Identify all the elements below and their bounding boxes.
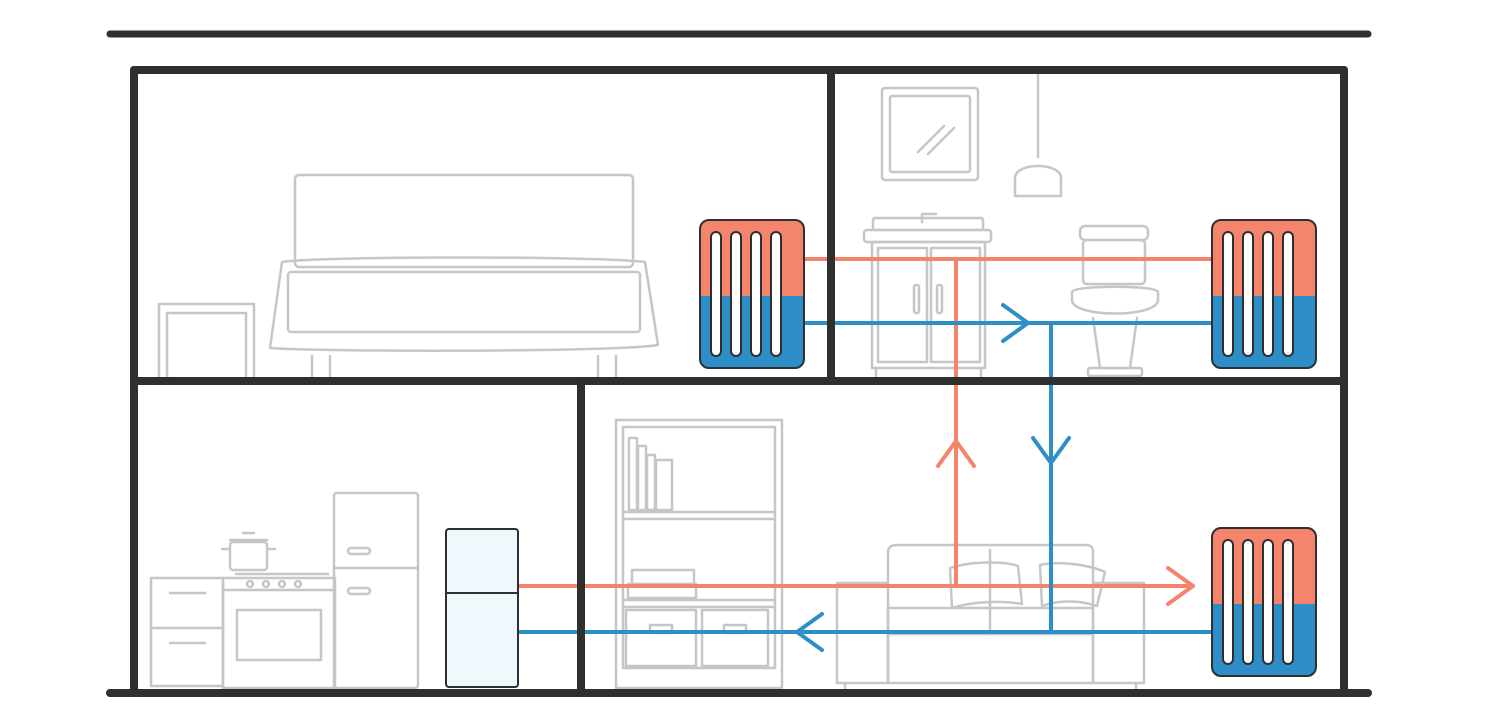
hot-supply-pipe bbox=[517, 257, 1215, 606]
arrow-left-icon bbox=[795, 612, 824, 652]
kitchen-cabinets bbox=[149, 576, 225, 688]
radiator-fin bbox=[730, 231, 742, 357]
radiator-fin bbox=[1262, 231, 1274, 357]
arrow-right-icon bbox=[1166, 566, 1195, 606]
house-structure bbox=[106, 30, 1372, 697]
mirror bbox=[880, 86, 980, 182]
radiator-fin bbox=[1242, 231, 1254, 357]
radiator-fin bbox=[1262, 539, 1274, 665]
radiator-fin bbox=[1282, 539, 1294, 665]
pot bbox=[220, 531, 277, 572]
radiator-fin bbox=[1242, 539, 1254, 665]
bookshelf bbox=[614, 418, 784, 690]
radiator-fin bbox=[710, 231, 722, 357]
radiator-bedroom bbox=[699, 219, 805, 369]
toilet bbox=[1070, 224, 1160, 378]
vanity bbox=[862, 212, 993, 378]
radiator-fin bbox=[1282, 231, 1294, 357]
arrow-right-icon bbox=[1001, 303, 1030, 343]
boiler-icon bbox=[445, 528, 519, 688]
radiator-bathroom bbox=[1211, 219, 1317, 369]
radiator-fin bbox=[770, 231, 782, 357]
refrigerator bbox=[332, 491, 420, 690]
arrow-up-icon bbox=[936, 439, 976, 468]
sofa bbox=[835, 543, 1146, 692]
radiator-fin bbox=[1222, 539, 1234, 665]
radiator-fin bbox=[1222, 231, 1234, 357]
nightstand bbox=[157, 302, 256, 382]
stove bbox=[221, 572, 337, 690]
pendant-lamp bbox=[1013, 73, 1063, 198]
arrow-down-icon bbox=[1031, 436, 1071, 465]
cold-return-pipe bbox=[517, 303, 1215, 652]
bed bbox=[268, 173, 660, 380]
radiator-living bbox=[1211, 527, 1317, 677]
radiator-fin bbox=[750, 231, 762, 357]
